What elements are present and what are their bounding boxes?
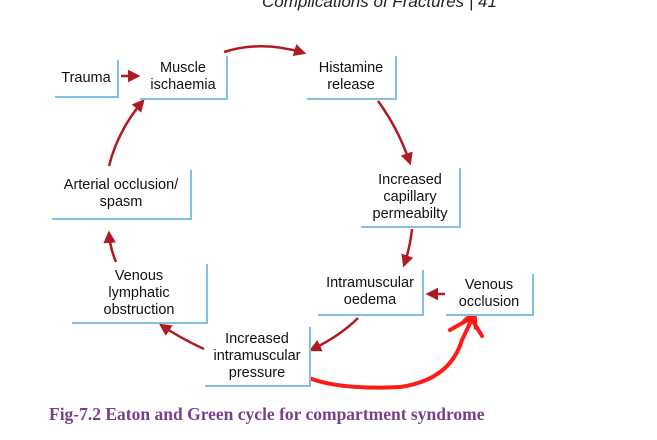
node-muscle-ischaemia: Muscle ischaemia xyxy=(140,56,228,100)
page-header: Complications of Fractures | 41 xyxy=(262,0,497,11)
arrow-pressure-to-venous-lymphatic xyxy=(158,323,205,351)
arrow-muscle-to-histamine xyxy=(223,44,307,57)
node-intramuscular-oedema: Intramuscular oedema xyxy=(318,270,424,316)
annotation-red-arrow-head xyxy=(448,316,484,338)
arrow-oedema-to-pressure xyxy=(308,317,359,352)
arrow-histamine-to-capillary xyxy=(376,100,413,166)
arrow-arterial-to-muscle xyxy=(107,99,145,167)
node-venous-occlusion: Venous occlusion xyxy=(446,274,534,316)
node-venous-lymphatic-obstruction: Venous lymphatic obstruction xyxy=(72,264,208,324)
arrow-capillary-to-oedema xyxy=(401,228,414,268)
node-trauma: Trauma xyxy=(55,60,119,98)
node-increased-intramuscular-pressure: Increased intramuscular pressure xyxy=(205,327,311,387)
node-arterial-occlusion-spasm: Arterial occlusion/ spasm xyxy=(52,170,192,220)
node-histamine-release: Histamine release xyxy=(307,56,397,100)
annotation-red-arrow xyxy=(307,318,472,390)
arrow-venous-lymphatic-to-arterial xyxy=(103,230,118,263)
node-increased-capillary-permeability: Increased capillary permeabilty xyxy=(361,168,461,228)
figure-caption: Fig-7.2 Eaton and Green cycle for compar… xyxy=(49,404,485,424)
